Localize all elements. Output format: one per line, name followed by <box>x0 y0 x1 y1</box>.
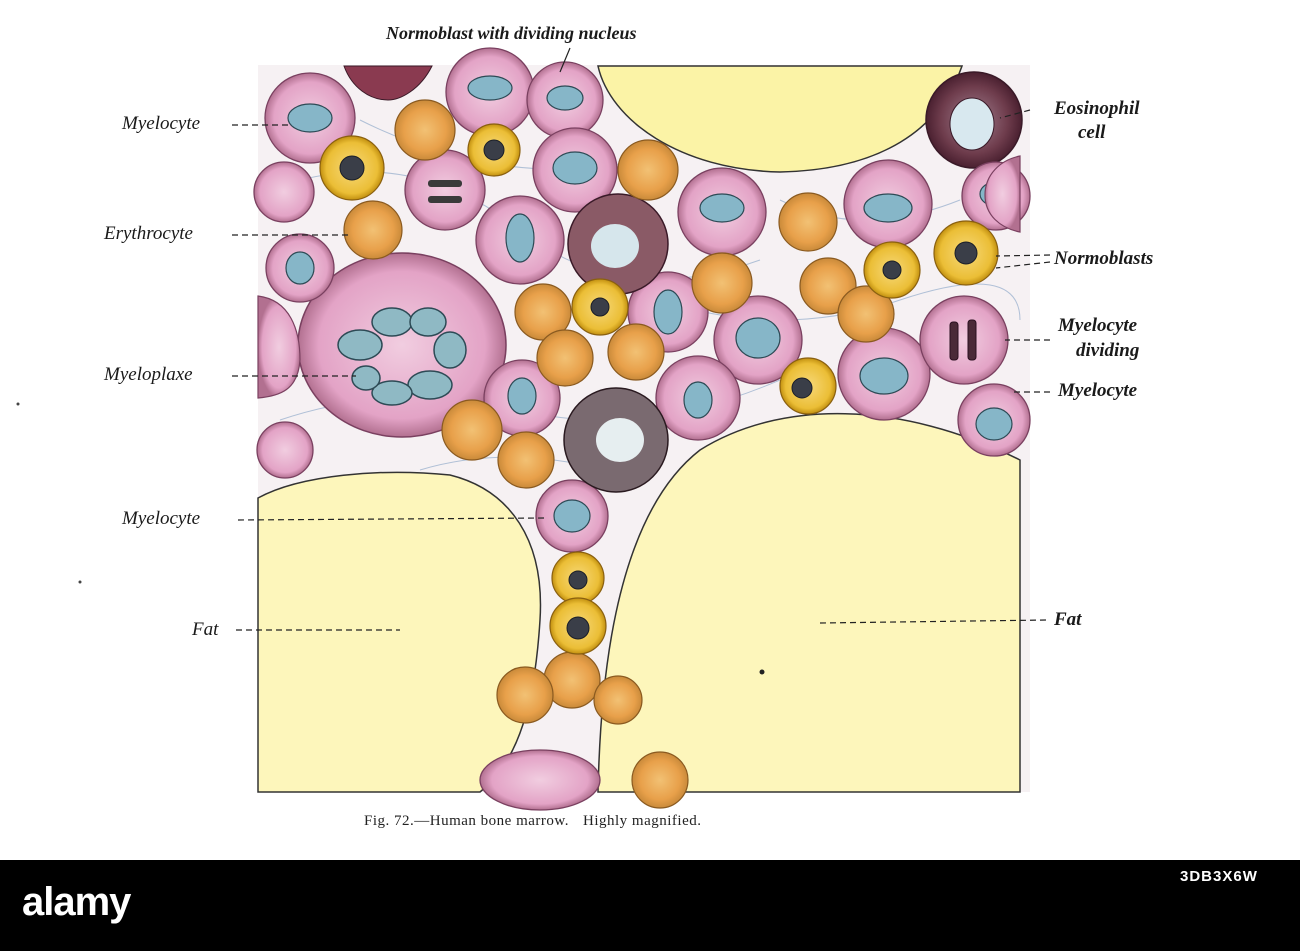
label-normoblasts: Normoblasts <box>1054 248 1154 269</box>
normoblast-nuclei <box>339 139 978 640</box>
label-myelocyte-dividing: Myelocyte <box>1058 315 1138 336</box>
label-myelocyte-bottom: Myelocyte <box>122 508 201 529</box>
dividing-myelocyte-nucleus <box>949 319 977 361</box>
myeloplaxe-nuclei <box>337 307 467 406</box>
label-fat-right: Fat <box>1054 609 1082 630</box>
label-eosinophil: Eosinophil <box>1054 98 1140 119</box>
figure-caption: Fig. 72.—Human bone marrow. Highly magnif… <box>364 813 716 830</box>
label-myeloplaxe: Myeloplaxe <box>104 364 193 385</box>
label-eosinophil-cell: cell <box>1078 122 1106 143</box>
leader-lines <box>232 109 1051 631</box>
caption-number: Fig. 72. <box>364 813 415 829</box>
label-myelocyte-right: Myelocyte <box>1058 380 1138 401</box>
label-erythrocyte: Erythrocyte <box>104 223 193 244</box>
fat-globule-bottom-left <box>257 471 542 793</box>
label-dividing: dividing <box>1076 340 1140 361</box>
edge-cells <box>257 155 1021 399</box>
caption-note: Highly magnified. <box>583 813 702 829</box>
bone-marrow-illustration <box>16 47 1051 811</box>
label-fat-left: Fat <box>192 619 219 640</box>
normoblast-dividing <box>428 180 462 203</box>
caption-subject: —Human bone marrow. <box>414 813 570 829</box>
watermark-image-id: 3DB3X6W <box>1180 868 1258 885</box>
normoblasts <box>319 123 999 655</box>
erythrocytes <box>343 99 895 809</box>
watermark-bar: alamy 3DB3X6W <box>0 860 1300 951</box>
figure: Normoblast with dividing nucleus Myelocy… <box>16 23 1154 830</box>
label-myelocyte-top: Myelocyte <box>122 113 201 134</box>
figure-title: Normoblast with dividing nucleus <box>386 23 637 43</box>
title-leader <box>559 47 571 73</box>
watermark-brand: alamy <box>22 880 131 924</box>
